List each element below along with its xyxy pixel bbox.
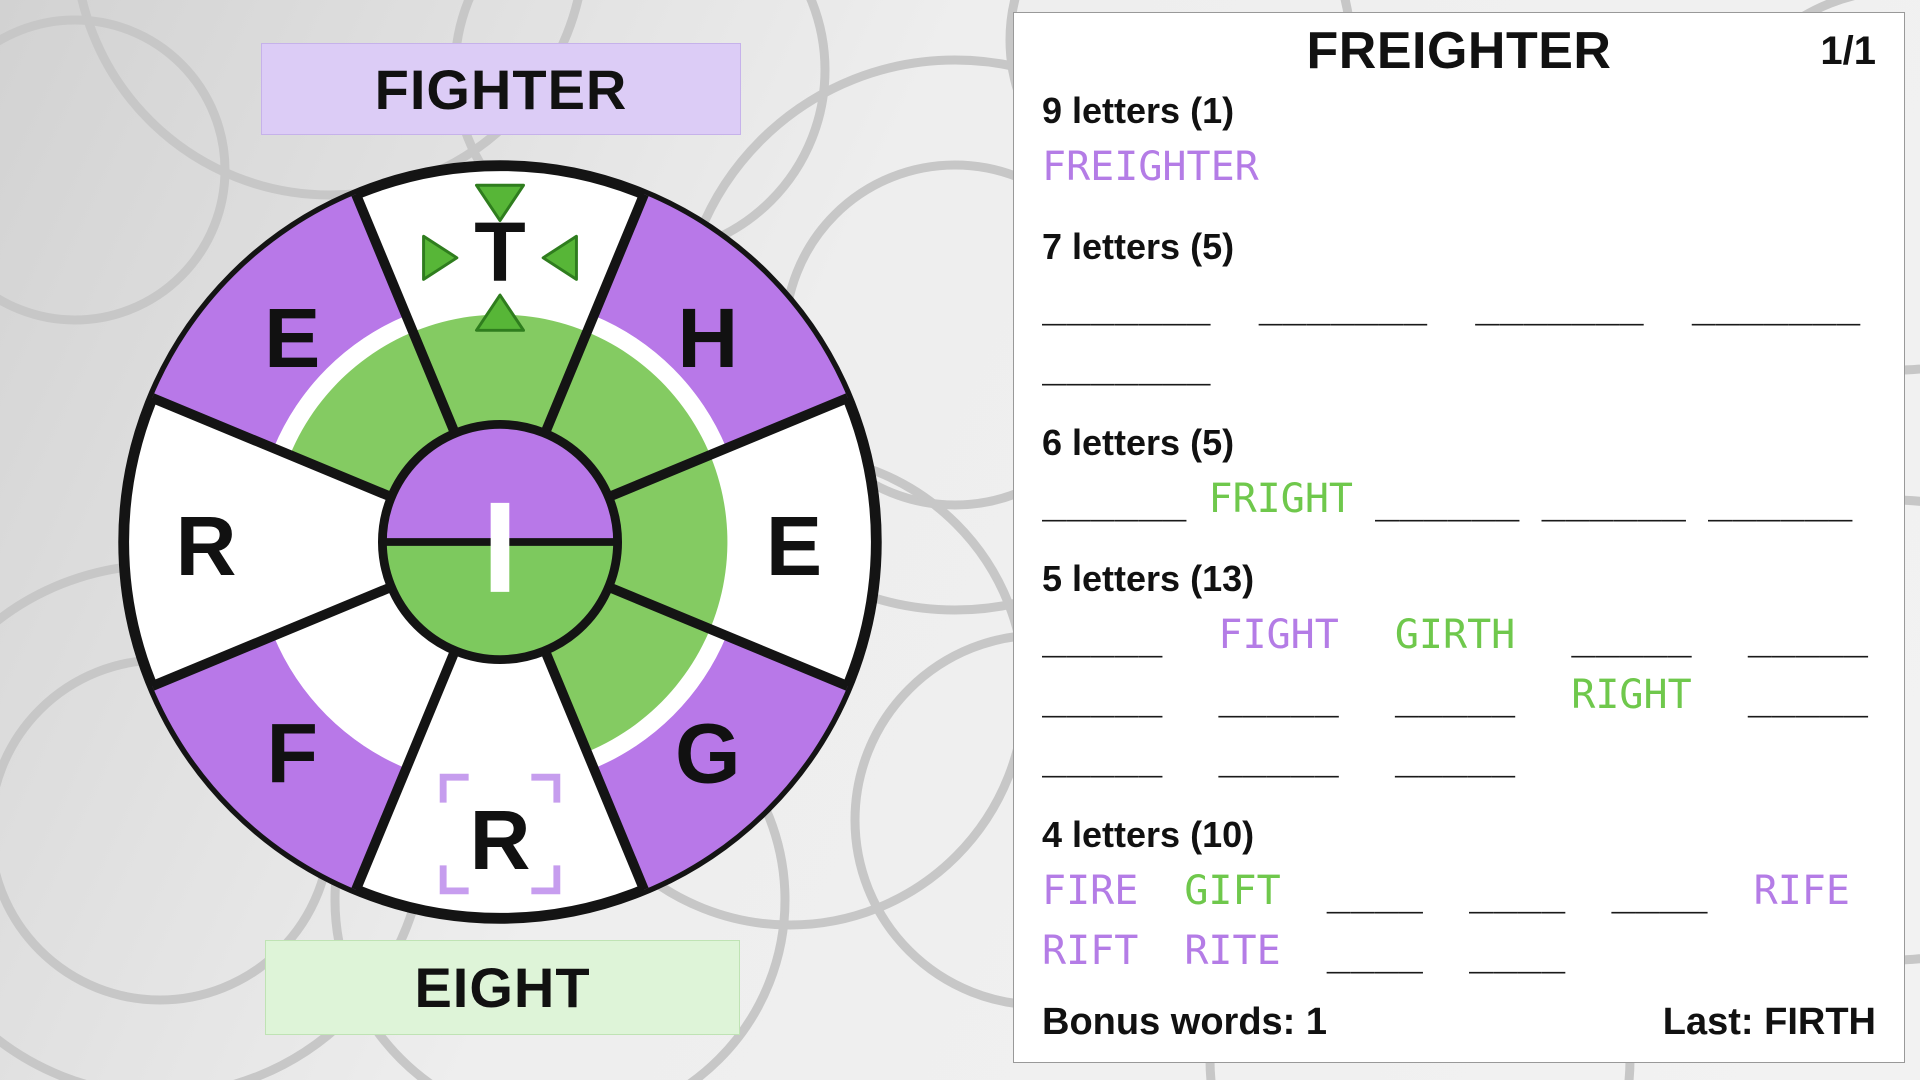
wheel-letter-e-right[interactable]: E	[766, 499, 822, 593]
word-found: GIFT	[1184, 868, 1281, 914]
word-section: 6 letters (5)______FRIGHT_______________…	[1042, 417, 1876, 529]
word-found: FIRE	[1042, 868, 1139, 914]
results-panel: FREIGHTER 1/1 9 letters (1) FREIGHTER 7 le…	[1013, 12, 1905, 1063]
center-half-green	[382, 542, 618, 660]
selection-brackets	[439, 773, 561, 895]
word-blank: ______	[1708, 476, 1853, 522]
word-blank: ______	[1042, 476, 1187, 522]
wheel-letter-h[interactable]: H	[677, 291, 738, 385]
green-player-word: EIGHT	[414, 956, 591, 1019]
wheel-progress-arc	[289, 314, 728, 753]
section-heading: 4 letters (10)	[1042, 814, 1255, 855]
word-found: RITE	[1184, 928, 1281, 974]
word-blank: _____	[1394, 732, 1516, 778]
word-section: 4 letters (10) FIRE GIFT ____ ____ ____ RIFE RI…	[1042, 809, 1876, 981]
center-letter[interactable]: I	[482, 476, 518, 620]
word-found: GIRTH	[1394, 612, 1516, 658]
arrow-right-icon	[422, 234, 459, 281]
letter-wheel[interactable]: T H E G R F R E I	[108, 150, 892, 934]
arrow-down-icon	[475, 183, 525, 223]
section-heading: 5 letters (13)	[1042, 558, 1255, 599]
word-found: FREIGHTER	[1042, 144, 1259, 190]
word-blank: _____	[1394, 672, 1516, 718]
wheel-letter-e-topleft[interactable]: E	[264, 291, 320, 385]
word-blank: _____	[1571, 612, 1692, 658]
word-blank: _______	[1691, 280, 1861, 326]
word-list: _____ FIGHT GIRTH _____ _____ _____ _____ _____…	[1042, 605, 1876, 785]
word-blank: _______	[1042, 280, 1211, 326]
word-list: FREIGHTER	[1042, 137, 1876, 197]
bonus-words-count: Bonus words: 1	[1042, 1001, 1328, 1043]
word-blank: ____	[1468, 868, 1566, 914]
green-player-word-label: EIGHT	[265, 940, 740, 1035]
word-found: FRIGHT	[1208, 476, 1354, 522]
word-blank: _____	[1042, 672, 1163, 718]
section-heading: 9 letters (1)	[1042, 90, 1235, 131]
word-blank: _______	[1258, 280, 1428, 326]
wheel-spokes	[150, 192, 850, 892]
word-blank: ______	[1541, 476, 1687, 522]
section-heading: 7 letters (5)	[1042, 226, 1235, 267]
center-half-purple	[382, 424, 618, 542]
center-circle-border	[377, 419, 623, 665]
arrow-up-icon	[475, 293, 525, 332]
word-blank: _______	[1475, 280, 1644, 326]
word-section: 9 letters (1) FREIGHTER	[1042, 85, 1876, 197]
wheel-segment-h[interactable]	[593, 194, 848, 449]
page-indicator: 1/1	[1820, 29, 1876, 73]
purple-player-word: FIGHTER	[374, 57, 628, 121]
word-blank: ____	[1326, 868, 1423, 914]
selection-arrows	[422, 183, 578, 332]
word-blank: ____	[1326, 928, 1423, 974]
word-list: _______ _______ _______ _______ _______	[1042, 273, 1876, 393]
word-blank: _____	[1747, 612, 1869, 658]
word-section: 7 letters (5)___________________________…	[1042, 221, 1876, 393]
word-found: RIFE	[1753, 868, 1850, 914]
wheel-letter-f[interactable]: F	[266, 707, 317, 801]
section-heading: 6 letters (5)	[1042, 422, 1235, 463]
wheel-segment-g[interactable]	[593, 635, 848, 890]
word-found: RIGHT	[1571, 672, 1692, 718]
panel-header: FREIGHTER 1/1	[1042, 21, 1876, 85]
word-blank: _____	[1218, 732, 1339, 778]
word-blank: _____	[1218, 672, 1339, 718]
arrow-left-icon	[541, 234, 578, 281]
word-blank: _____	[1747, 672, 1869, 718]
panel-footer: Bonus words: 1 Last: FIRTH	[1042, 1001, 1876, 1044]
wheel-segment-f[interactable]	[152, 635, 407, 890]
word-blank: _______	[1042, 340, 1211, 386]
word-list: ______ FRIGHT ______ ______ ______	[1042, 469, 1876, 529]
word-blank: ____	[1468, 928, 1566, 974]
wheel-letter-r-bottom[interactable]: R	[470, 793, 531, 887]
wheel-segment-e-topleft[interactable]	[152, 194, 407, 449]
purple-player-word-label: FIGHTER	[261, 43, 741, 135]
wheel-letter-r-left[interactable]: R	[176, 499, 237, 593]
word-blank: ______	[1375, 476, 1520, 522]
panel-title: FREIGHTER	[1306, 22, 1612, 80]
word-blank: ____	[1611, 868, 1708, 914]
last-word: Last: FIRTH	[1662, 1001, 1876, 1043]
wheel-letter-g[interactable]: G	[675, 707, 741, 801]
wheel-letter-t[interactable]: T	[474, 205, 525, 299]
word-found: RIFT	[1042, 928, 1139, 974]
word-blank: _____	[1042, 612, 1163, 658]
word-found: FIGHT	[1218, 612, 1339, 658]
word-blank: _____	[1042, 732, 1163, 778]
word-list: FIRE GIFT ____ ____ ____ RIFE RIFT RITE ____ ____	[1042, 861, 1876, 981]
